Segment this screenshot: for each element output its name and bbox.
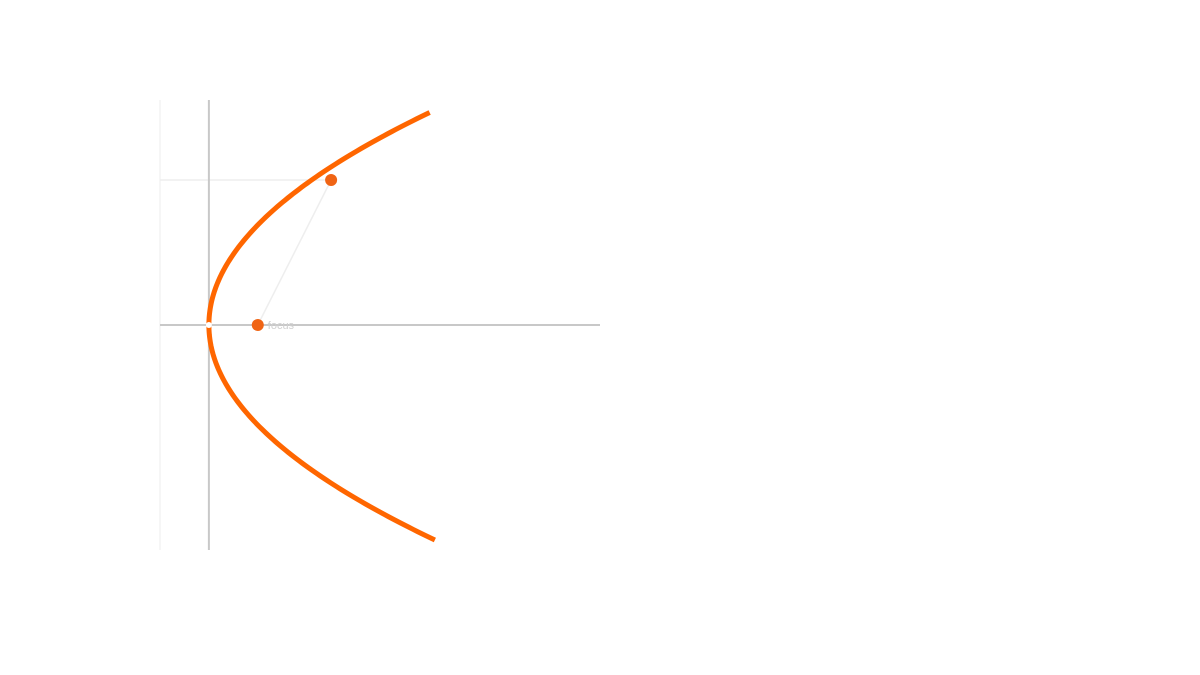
parabola-curve xyxy=(206,110,436,543)
focal-radius-line xyxy=(257,179,332,326)
focus-point xyxy=(251,319,264,331)
vertex-marker xyxy=(205,322,212,328)
point-on-curve xyxy=(325,174,338,186)
focus-label: focus xyxy=(268,320,295,332)
